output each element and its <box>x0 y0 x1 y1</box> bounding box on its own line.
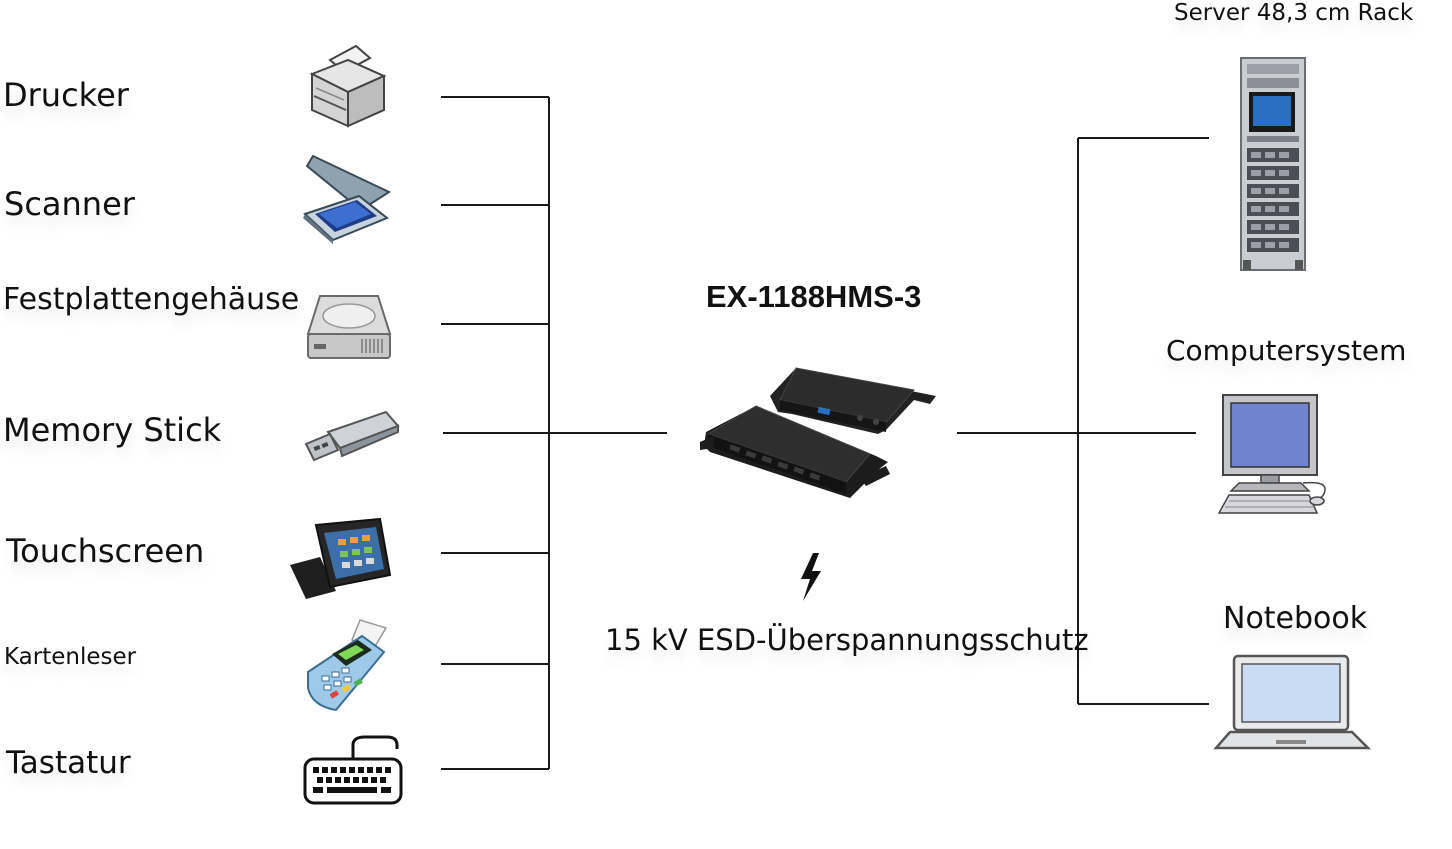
usb-stick-icon <box>302 410 400 466</box>
printer-icon <box>308 44 388 128</box>
pos-touchscreen-icon <box>290 517 400 601</box>
card-reader-icon <box>302 618 392 712</box>
scanner-icon <box>299 152 392 244</box>
label-server: Server 48,3 cm Rack <box>1174 0 1414 26</box>
hard-drive-icon <box>306 294 392 360</box>
desktop-computer-icon <box>1217 393 1331 517</box>
label-kartenleser: Kartenleser <box>4 644 137 670</box>
label-memory-stick: Memory Stick <box>3 411 222 449</box>
server-rack-icon <box>1239 56 1307 274</box>
label-scanner: Scanner <box>4 185 135 223</box>
label-computersystem: Computersystem <box>1166 334 1407 367</box>
label-notebook: Notebook <box>1223 601 1368 636</box>
esd-protection-label: 15 kV ESD-Überspannungsschutz <box>605 623 1089 657</box>
lightning-bolt-icon <box>797 553 825 603</box>
label-tastatur: Tastatur <box>6 745 131 781</box>
device-model-title: EX-1188HMS-3 <box>706 279 922 314</box>
usb-hub-back <box>770 367 936 434</box>
keyboard-icon <box>303 733 403 805</box>
label-drucker: Drucker <box>3 76 129 114</box>
notebook-icon <box>1213 654 1372 754</box>
label-festplattengehaeuse: Festplattengehäuse <box>3 282 300 317</box>
usb-hub-device-icon <box>700 356 944 500</box>
label-touchscreen: Touchscreen <box>6 532 205 570</box>
usb-hub-front <box>700 405 890 498</box>
